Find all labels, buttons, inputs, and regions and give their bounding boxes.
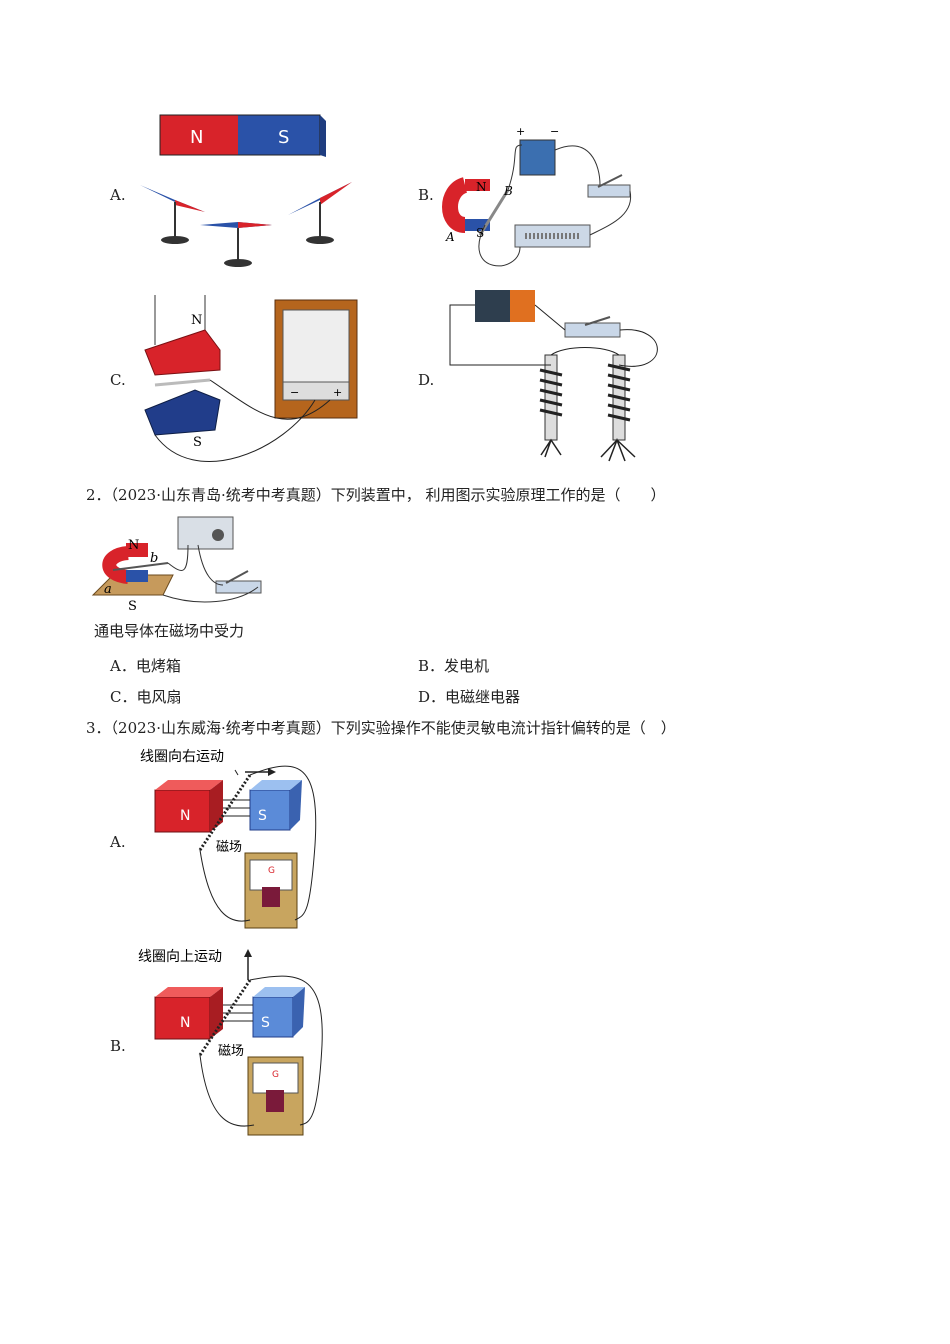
magnet-s-label: S [193,435,202,450]
magnet-n-label: N [476,180,487,194]
magnet-s-label: S [476,226,484,240]
meter-plus: + [333,386,342,399]
magnet-n-label: N [128,538,139,553]
meter-g-label: G [268,866,275,876]
magnet-s-label: S [258,808,267,824]
q1-option-b-letter[interactable]: B. [418,186,434,204]
motion-label: 线圈向右运动 [140,749,224,765]
question-number: 2． [86,486,111,504]
rod-end-a: A [445,230,455,244]
q2-option-b[interactable]: B．发电机 [418,655,489,676]
option-letter: B． [418,657,445,675]
rod-end-a: a [104,582,112,597]
magnet-s-label: S [128,599,137,614]
figure-caption: 通电导体在磁场中受力 [94,622,245,640]
question-source: （2023·山东青岛·统考中考真题） [110,486,331,504]
question-source: （2023·山东威海·统考中考真题） [110,719,331,737]
meter-g-label: G [272,1070,279,1080]
battery-plus: + [516,125,525,138]
field-label: 磁场 [218,1044,244,1059]
figure-magnet-galvanometer: N S − + [144,295,358,462]
q3-option-b-letter[interactable]: B. [110,1037,126,1055]
compass-needle [200,222,272,267]
option-letter: D． [418,688,446,706]
q1-option-c-letter[interactable]: C. [110,371,126,389]
option-text: 电风扇 [136,688,182,706]
rod-end-b: b [150,551,158,566]
option-text: 电磁继电器 [445,688,521,706]
question-3: 3．（2023·山东威海·统考中考真题）下列实验操作不能使灵敏电流计指针偏转的是… [86,717,676,738]
question-number: 3． [86,719,111,737]
option-letter: C． [110,688,137,706]
option-text: 发电机 [444,657,490,675]
magnet-s-label: S [278,127,289,148]
magnet-n-label: N [191,313,202,328]
motion-label: 线圈向上运动 [138,949,222,965]
figure-current-in-field: N S a b [91,516,262,614]
question-stem: 下列实验操作不能使灵敏电流计指针偏转的是（ ） [330,719,676,737]
option-letter: A． [110,657,136,675]
q2-option-c[interactable]: C．电风扇 [110,686,182,707]
magnet-s-label: S [261,1015,270,1031]
battery-minus: − [550,125,559,138]
figure-bar-magnet-compasses: N S [140,114,352,267]
compass-needle [140,185,205,244]
field-label: 磁场 [216,840,242,855]
figure-coil-right: 线圈向右运动 N S 磁场 G [140,749,317,929]
q3-option-a-letter[interactable]: A. [110,833,126,851]
q2-option-a[interactable]: A．电烤箱 [110,655,181,676]
figure-electromagnets [449,290,658,462]
option-text: 电烤箱 [135,657,181,675]
question-2: 2．（2023·山东青岛·统考中考真题）下列装置中， 利用图示实验原理工作的是（… [86,484,666,505]
figure-coil-up: 线圈向上运动 N S 磁场 G [138,949,323,1136]
question-stem: 下列装置中， 利用图示实验原理工作的是（ ） [330,486,666,504]
rod-end-b: B [503,184,513,198]
q2-option-d[interactable]: D．电磁继电器 [418,686,520,707]
q1-option-d-letter[interactable]: D. [418,371,435,389]
q1-option-a-letter[interactable]: A. [110,186,126,204]
compass-needle [288,182,352,244]
magnet-n-label: N [180,1015,190,1031]
figure-horseshoe-circuit: + − N S A B [442,125,632,267]
magnet-n-label: N [180,808,190,824]
magnet-n-label: N [190,127,203,148]
meter-minus: − [290,386,299,399]
